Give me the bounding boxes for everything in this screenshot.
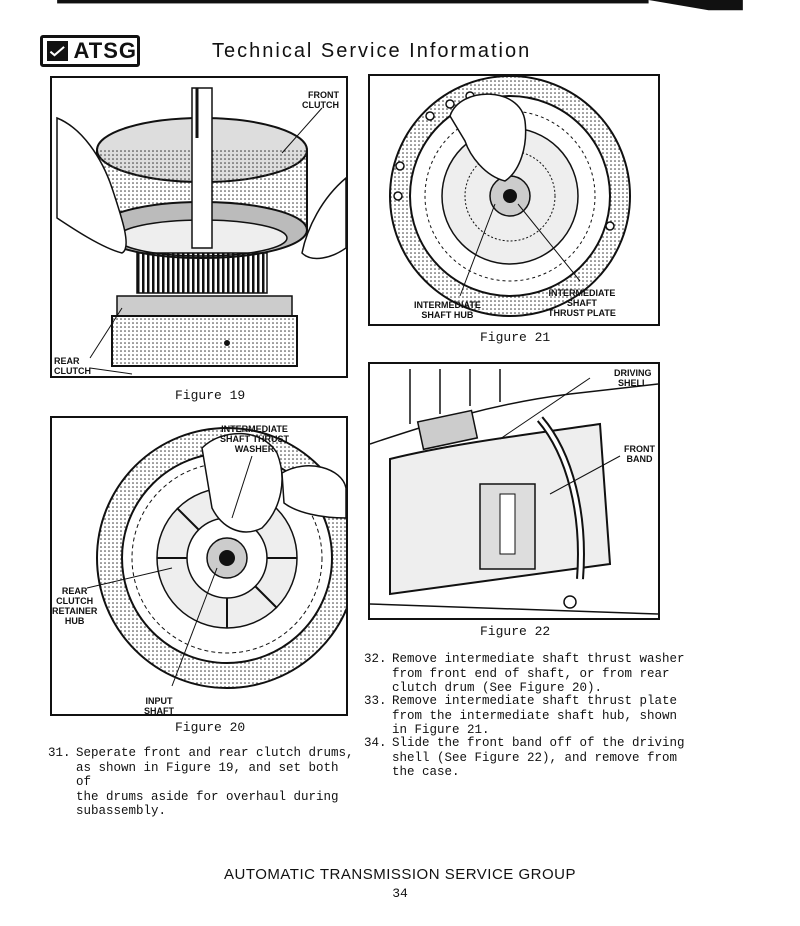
step-number: 33. xyxy=(364,694,387,708)
logo-checkmark-icon xyxy=(47,41,68,61)
intermediate-shaft-hub-label: INTERMEDIATE SHAFT HUB xyxy=(414,300,481,320)
page-number: 34 xyxy=(392,886,408,901)
figure-20-illustration: INTERMEDIATE SHAFT THRUST WASHER REAR CL… xyxy=(50,416,348,716)
logo-text: ATSG xyxy=(73,38,137,63)
intermediate-shaft-hub-drawing xyxy=(389,76,631,317)
rear-clutch-hub-drawing xyxy=(86,427,346,689)
step-number: 31. xyxy=(48,746,71,760)
intermediate-shaft-thrust-plate-label: INTERMEDIATE SHAFT THRUST PLATE xyxy=(548,288,616,318)
step-number: 32. xyxy=(364,652,387,666)
figure-22-caption: Figure 22 xyxy=(480,624,551,639)
figure-22-illustration: DRIVING SHELL FRONT BAND xyxy=(368,362,660,620)
input-shaft-label: INPUT SHAFT xyxy=(144,696,174,716)
rear-clutch-label: REAR CLUTCH xyxy=(54,356,91,376)
front-band-label: FRONT BAND xyxy=(624,444,655,464)
footer-organization: AUTOMATIC TRANSMISSION SERVICE GROUP xyxy=(224,866,576,883)
step-number: 34. xyxy=(364,736,387,750)
step-text: Remove intermediate shaft thrust plate f… xyxy=(392,694,678,737)
figure-19-illustration: FRONT CLUTCH REAR CLUTCH xyxy=(50,76,348,378)
step-text: Slide the front band off of the driving … xyxy=(392,736,685,779)
atsg-logo: ATSG xyxy=(40,35,140,67)
figure-21-caption: Figure 21 xyxy=(480,330,551,345)
top-border-bar xyxy=(57,0,743,11)
figure-19-caption: Figure 19 xyxy=(175,388,246,403)
figure-21-illustration: INTERMEDIATE SHAFT HUB INTERMEDIATE SHAF… xyxy=(368,74,660,326)
step-text: Remove intermediate shaft thrust washer … xyxy=(392,652,685,695)
thrust-washer-label: INTERMEDIATE SHAFT THRUST WASHER xyxy=(220,424,289,454)
step-text: Seperate front and rear clutch drums, as… xyxy=(76,746,354,818)
clutch-drums-drawing xyxy=(56,87,346,375)
front-clutch-label: FRONT CLUTCH xyxy=(302,90,339,110)
rear-clutch-retainer-hub-label: REAR CLUTCH RETAINER HUB xyxy=(52,586,98,626)
front-band-drawing xyxy=(370,369,658,615)
driving-shell-label: DRIVING SHELL xyxy=(614,368,652,388)
page-title: Technical Service Information xyxy=(212,40,532,62)
figure-20-caption: Figure 20 xyxy=(175,720,246,735)
